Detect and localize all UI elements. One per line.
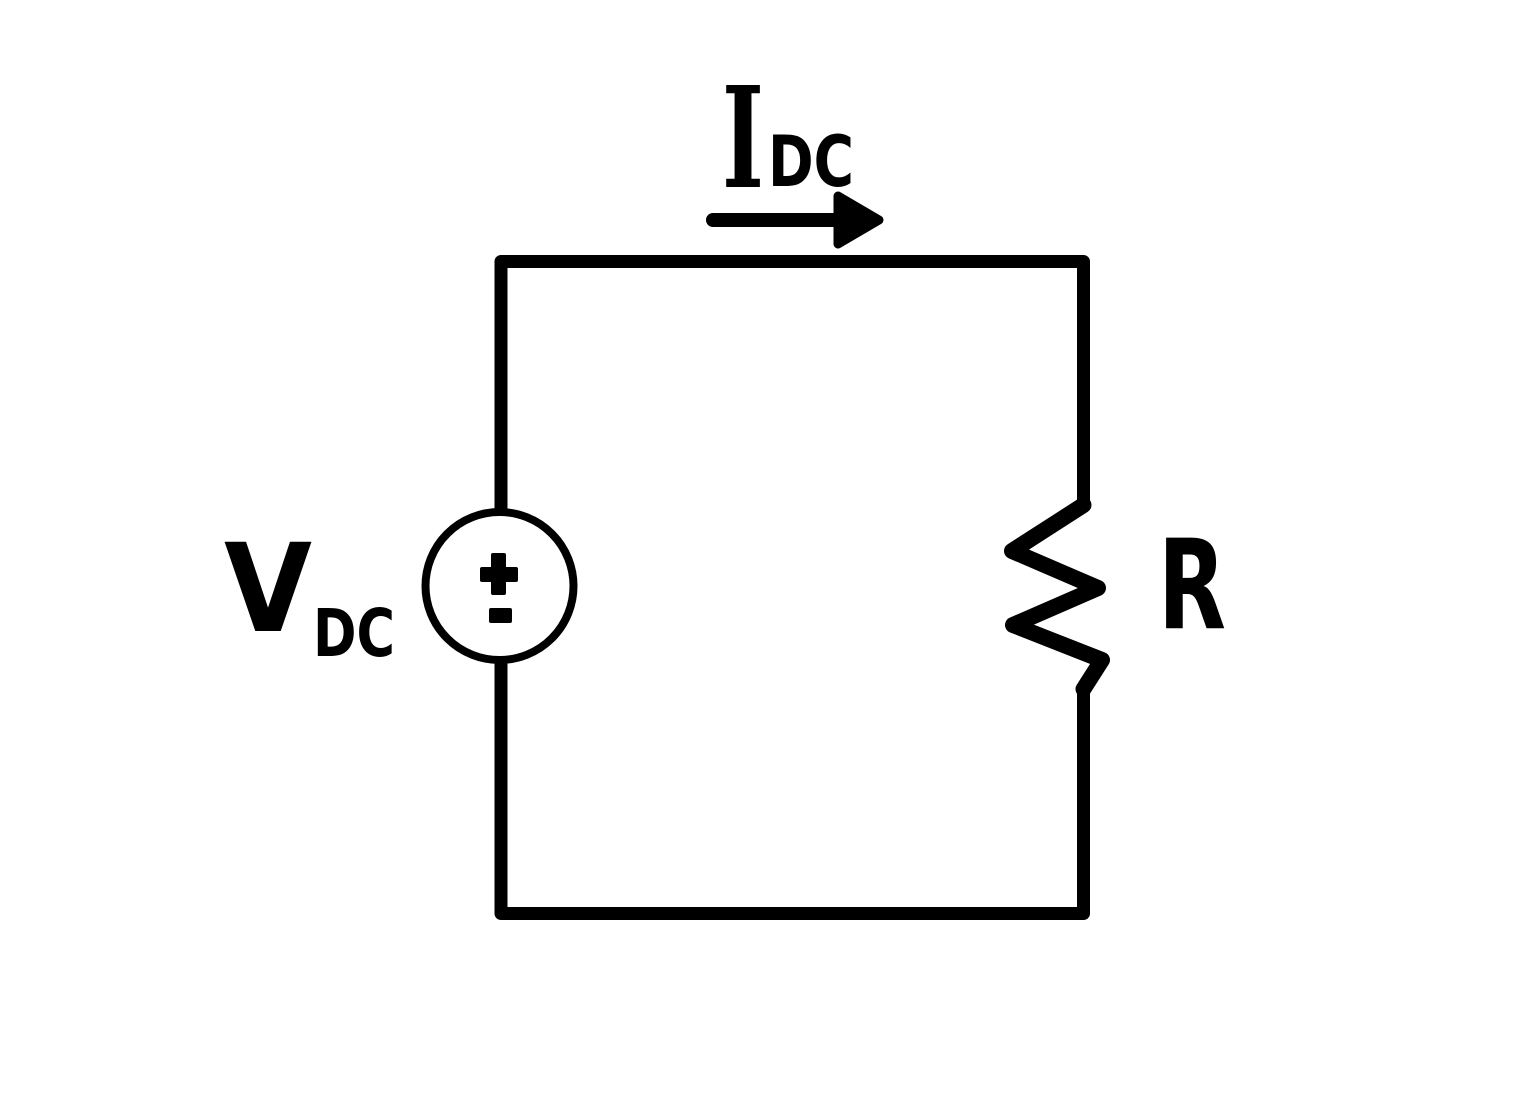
resistor-symbol-label: R	[1158, 514, 1226, 658]
current-arrow-head	[833, 191, 884, 249]
current-arrow-icon	[706, 191, 884, 249]
voltage-subscript-label: DC	[313, 595, 395, 672]
minus-icon	[489, 608, 512, 623]
voltage-symbol-label: V	[224, 518, 312, 660]
plus-icon-vbar	[491, 553, 506, 595]
wire-lower-loop	[494, 658, 1090, 920]
current-subscript-label: DC	[768, 121, 854, 203]
plus-icon	[480, 553, 518, 595]
current-symbol-label: I	[722, 57, 764, 221]
resistor-zigzag	[1004, 497, 1110, 697]
wire-upper-loop	[494, 255, 1090, 515]
